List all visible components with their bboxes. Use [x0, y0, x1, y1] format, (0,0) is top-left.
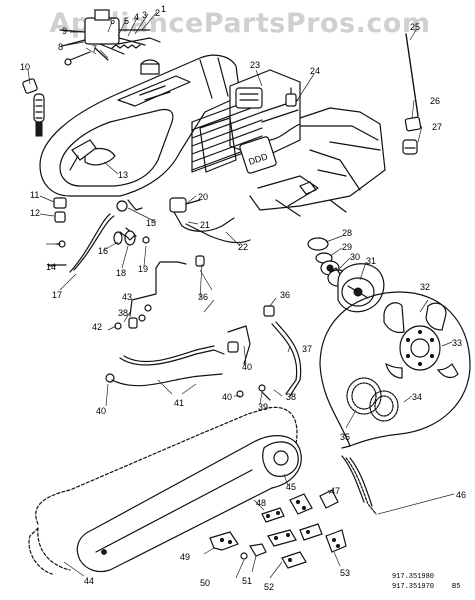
callout-53: 53 — [340, 568, 350, 578]
callout-40a: 40 — [242, 362, 252, 372]
callout-50: 50 — [200, 578, 210, 588]
callout-12: 12 — [30, 208, 40, 218]
callout-7: 7 — [92, 44, 97, 54]
callout-29: 29 — [342, 242, 352, 252]
callout-40b: 40 — [96, 406, 106, 416]
callout-19: 19 — [138, 264, 148, 274]
handle-housing — [39, 54, 241, 197]
callout-15: 15 — [146, 218, 156, 228]
primer-rod — [22, 78, 45, 137]
crankcase-body — [249, 107, 386, 217]
callout-48: 48 — [256, 498, 266, 508]
callout-14: 14 — [46, 262, 56, 272]
cylinder-engine: DDD — [191, 69, 301, 174]
callout-42: 42 — [92, 322, 102, 332]
callout-16: 16 — [98, 246, 108, 256]
model-number-2: 917.351970 — [392, 583, 434, 591]
callout-9: 9 — [62, 26, 67, 36]
chain-links-hardware — [209, 489, 347, 569]
callout-36b: 36 — [280, 290, 290, 300]
callout-45: 45 — [286, 482, 296, 492]
switch-wire-assembly — [169, 197, 251, 244]
callout-39: 39 — [258, 402, 268, 412]
callout-38b: 38 — [286, 392, 296, 402]
small-parts-left — [47, 197, 150, 273]
callout-34: 34 — [412, 392, 422, 402]
callout-47: 47 — [330, 486, 340, 496]
callout-51: 51 — [242, 576, 252, 586]
callout-5: 5 — [124, 16, 129, 26]
callout-4: 4 — [134, 12, 139, 22]
callout-6: 6 — [110, 16, 115, 26]
callout-11: 11 — [30, 190, 39, 200]
sprocket-chain-46 — [341, 455, 377, 515]
callout-24: 24 — [310, 66, 320, 76]
spark-plug — [285, 87, 297, 107]
callout-labels: 1 2 3 4 5 6 7 8 9 10 11 12 13 14 15 16 1… — [20, 4, 466, 592]
clutch-parts — [307, 237, 385, 313]
callout-31: 31 — [366, 256, 376, 266]
model-number-1: 917.351980 — [392, 573, 434, 581]
callout-18: 18 — [116, 268, 126, 278]
clutch-drum-circle — [319, 291, 471, 449]
callout-38a: 38 — [118, 308, 128, 318]
callout-21: 21 — [200, 220, 210, 230]
callout-23: 23 — [250, 60, 260, 70]
callout-49: 49 — [180, 552, 190, 562]
oiler-tube — [402, 33, 422, 155]
leader-lines — [27, 11, 455, 579]
callout-46: 46 — [456, 490, 466, 500]
callout-44: 44 — [84, 576, 94, 586]
callout-37: 37 — [302, 344, 312, 354]
carburetor-assembly — [59, 9, 161, 75]
fuel-line-assembly — [105, 255, 302, 401]
callout-20: 20 — [198, 192, 208, 202]
callout-28: 28 — [342, 228, 352, 238]
callout-26: 26 — [430, 96, 440, 106]
guide-bar — [76, 435, 302, 573]
callout-52: 52 — [264, 582, 274, 592]
model-caption: 917.351980 917.351970 B5 — [392, 573, 460, 591]
callout-36a: 36 — [198, 292, 208, 302]
chain-loop — [28, 406, 298, 575]
callout-3: 3 — [142, 10, 147, 20]
callout-33: 33 — [452, 338, 462, 348]
clutch-shoes — [383, 302, 459, 379]
callout-40c: 40 — [222, 392, 232, 402]
callout-2: 2 — [155, 8, 160, 18]
callout-27: 27 — [432, 122, 442, 132]
callout-22: 22 — [238, 242, 248, 252]
callout-25: 25 — [410, 22, 420, 32]
callout-8: 8 — [58, 42, 63, 52]
sheet-code: B5 — [452, 583, 460, 591]
callout-1: 1 — [161, 4, 166, 14]
callout-32: 32 — [420, 282, 430, 292]
callout-35: 35 — [340, 432, 350, 442]
clutch-springs — [346, 377, 399, 422]
callout-13: 13 — [118, 170, 128, 180]
callout-17: 17 — [52, 290, 62, 300]
callout-41: 41 — [174, 398, 184, 408]
callout-43: 43 — [122, 292, 132, 302]
throttle-trigger — [69, 139, 97, 171]
callout-10: 10 — [20, 62, 30, 72]
callout-30: 30 — [350, 252, 360, 262]
